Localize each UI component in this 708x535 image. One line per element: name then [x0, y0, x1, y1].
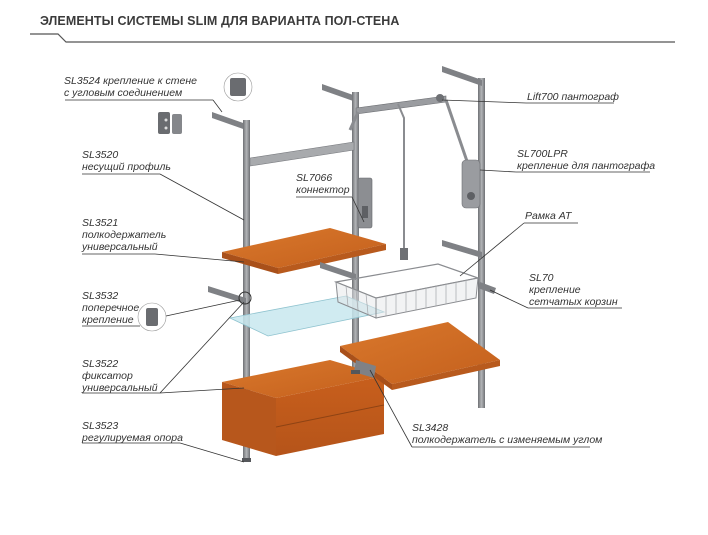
label-sl70: SL70 крепление сетчатых корзин: [529, 272, 618, 308]
label-lift700-line1: Lift700 пантограф: [527, 91, 619, 103]
label-sl3522-line3: универсальный: [82, 382, 158, 394]
page-title: ЭЛЕМЕНТЫ СИСТЕМЫ SLIM ДЛЯ ВАРИАНТА ПОЛ-С…: [40, 14, 400, 28]
label-sl3521-line3: универсальный: [82, 241, 158, 253]
label-sl3524: SL3524 крепление к стене с угловым соеди…: [64, 75, 197, 99]
label-sl3532-line1: SL3532: [82, 290, 119, 302]
label-sl3521-line2: полкодержатель: [82, 229, 167, 241]
shelf-bracket-left: [208, 286, 246, 304]
leader-lines: [65, 99, 650, 463]
label-sl3428-line2: полкодержатель с изменяемым углом: [412, 434, 603, 446]
label-sl3428-line1: SL3428: [412, 422, 449, 434]
pantograph-mount: [461, 159, 481, 209]
label-sl7066-line1: SL7066: [296, 172, 333, 184]
drawer-unit-side: [222, 382, 276, 456]
label-sl3523: SL3523 регулируемая опора: [82, 420, 183, 444]
label-sl3524-line2: с угловым соединением: [64, 87, 183, 99]
label-sl3522: SL3522 фиксатор универсальный: [82, 358, 158, 394]
drawer-unit-top: [222, 360, 384, 398]
label-sl7066-line2: коннектор: [296, 184, 350, 196]
pantograph-rod: [397, 103, 405, 250]
label-ramka-line1: Рамка AT: [525, 210, 572, 222]
label-sl3520-line2: несущий профиль: [82, 161, 171, 173]
label-sl3532-line2: поперечное: [82, 302, 140, 314]
adjustable-foot-mid: [351, 370, 360, 374]
label-sl7066: SL7066 коннектор: [296, 172, 350, 196]
right-wood-shelf-top: [340, 322, 500, 384]
sl3532-icon-part: [146, 308, 158, 326]
upper-wood-shelf-top: [222, 228, 386, 268]
basket-wires: [345, 280, 467, 316]
label-sl700lpr-line1: SL700LPR: [517, 148, 568, 160]
label-sl3523-line1: SL3523: [82, 420, 119, 432]
pantograph-handle: [400, 248, 408, 260]
upper-wood-shelf-edge: [222, 252, 278, 274]
label-sl3523-line2: регулируемая опора: [82, 432, 183, 444]
label-sl3522-line2: фиксатор: [82, 370, 133, 382]
hanging-rail: [249, 141, 355, 167]
connector-detail: [362, 206, 368, 218]
sl3524-screw-a: [164, 118, 168, 122]
sl3524-screw-b: [164, 126, 168, 130]
label-sl3532: SL3532 поперечное крепление: [82, 290, 139, 326]
label-sl700lpr: SL700LPR крепление для пантографа: [517, 148, 655, 172]
label-sl3532-line3: крепление: [82, 314, 134, 326]
wall-bracket-top-mid: [322, 84, 356, 102]
connector-block: [357, 177, 373, 229]
left-profile-upright: [243, 120, 250, 460]
pantograph-arm-left: [348, 111, 360, 131]
shelf-bracket-mid: [320, 262, 356, 280]
label-sl3520: SL3520 несущий профиль: [82, 149, 171, 173]
label-sl70-line2: крепление: [529, 284, 581, 296]
right-wood-shelf-front: [392, 360, 500, 390]
label-sl3520-line1: SL3520: [82, 149, 119, 161]
label-sl3524-line1: SL3524 крепление к стене: [64, 75, 197, 87]
sl3524-part-a: [158, 112, 170, 134]
middle-profile-upright: [352, 92, 359, 372]
label-lift700: Lift700 пантограф: [527, 91, 619, 103]
label-sl3522-line1: SL3522: [82, 358, 119, 370]
adjustable-foot-left: [242, 458, 251, 462]
wall-bracket-top-left: [212, 112, 246, 130]
pantograph-pivot: [436, 94, 444, 102]
basket-bracket: [442, 240, 482, 258]
pantograph-mount-knob: [467, 192, 475, 200]
title-underline: [30, 33, 675, 43]
label-sl3521-line1: SL3521: [82, 217, 119, 229]
basket-front: [375, 277, 479, 319]
label-sl700lpr-line2: крепление для пантографа: [517, 160, 656, 172]
cross-fastener-marker: [238, 291, 252, 305]
sl3524-icon-part: [230, 78, 246, 96]
label-sl3428: SL3428 полкодержатель с изменяемым углом: [412, 422, 602, 446]
wall-bracket-top-right: [442, 66, 482, 86]
label-sl70-line1: SL70: [529, 272, 554, 284]
right-profile-upright: [478, 78, 485, 408]
drawer-divider: [275, 404, 385, 428]
sl3524-part-b: [172, 114, 182, 134]
label-ramka: Рамка AT: [525, 210, 571, 222]
label-sl3521: SL3521 полкодержатель универсальный: [82, 217, 166, 253]
label-sl70-line3: сетчатых корзин: [529, 296, 618, 308]
upper-wood-shelf-front: [278, 244, 386, 274]
